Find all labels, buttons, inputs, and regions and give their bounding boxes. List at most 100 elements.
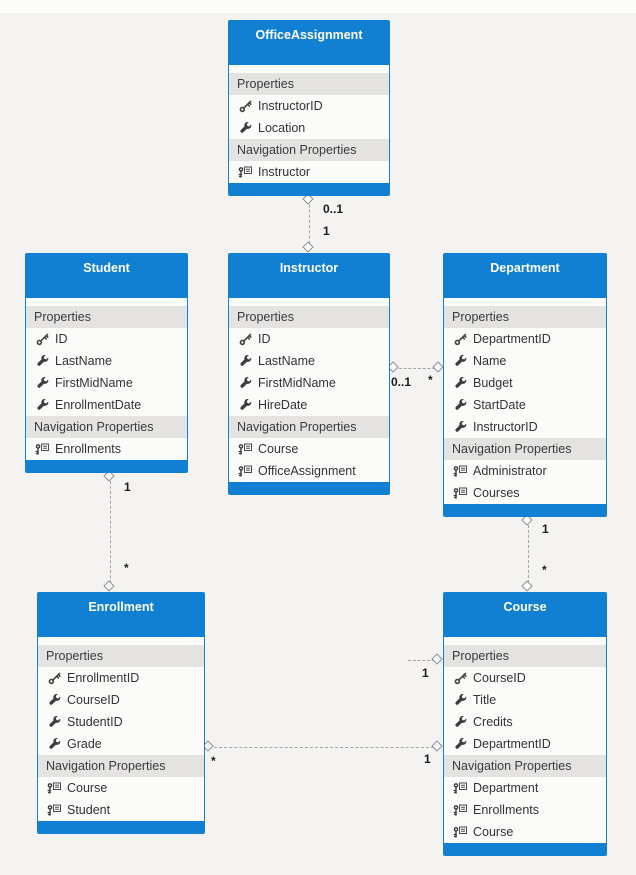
member-row[interactable]: DepartmentID xyxy=(444,733,606,755)
entity-enrollment[interactable]: Enrollment Properties EnrollmentID Cours… xyxy=(37,592,205,834)
member-row[interactable]: Instructor xyxy=(229,161,389,183)
multiplicity-label: 0..1 xyxy=(391,375,412,389)
association-department-course[interactable]: 1 * xyxy=(521,514,567,592)
entity-student[interactable]: Student Properties ID LastName FirstMidN… xyxy=(25,253,188,473)
entity-instructor[interactable]: Instructor Properties ID LastName FirstM… xyxy=(228,253,390,495)
association-enrollment-course[interactable]: * 1 xyxy=(202,740,443,770)
navigation-section-header[interactable]: Navigation Properties xyxy=(444,755,606,777)
navigation-icon xyxy=(453,782,467,795)
navigation-section-label: Navigation Properties xyxy=(237,143,357,157)
properties-section-header[interactable]: Properties xyxy=(26,306,187,328)
member-label: InstructorID xyxy=(473,420,538,434)
key-icon xyxy=(453,672,467,685)
association-course-partial[interactable]: 1 xyxy=(408,652,443,680)
member-row[interactable]: Grade xyxy=(38,733,204,755)
member-label: Budget xyxy=(473,376,513,390)
member-row[interactable]: InstructorID xyxy=(229,95,389,117)
association-line[interactable] xyxy=(528,520,529,588)
navigation-section-header[interactable]: Navigation Properties xyxy=(229,139,389,161)
diamond-end-icon xyxy=(432,361,444,373)
entity-header[interactable]: Course xyxy=(444,593,606,637)
member-row[interactable]: Budget xyxy=(444,372,606,394)
properties-list: ID LastName FirstMidName EnrollmentDate xyxy=(26,328,187,416)
association-line[interactable] xyxy=(110,476,111,588)
navigation-section-header[interactable]: Navigation Properties xyxy=(26,416,187,438)
entity-title: Student xyxy=(83,261,130,275)
member-row[interactable]: CourseID xyxy=(38,689,204,711)
member-label: Student xyxy=(67,803,111,817)
member-row[interactable]: ID xyxy=(229,328,389,350)
member-row[interactable]: StartDate xyxy=(444,394,606,416)
member-row[interactable]: Enrollments xyxy=(26,438,187,460)
properties-section-label: Properties xyxy=(452,310,509,324)
entity-officeassignment[interactable]: OfficeAssignment Properties InstructorID… xyxy=(228,20,390,196)
member-row[interactable]: EnrollmentDate xyxy=(26,394,187,416)
association-line[interactable] xyxy=(394,368,440,369)
navigation-section-header[interactable]: Navigation Properties xyxy=(229,416,389,438)
member-row[interactable]: Course xyxy=(229,438,389,460)
member-row[interactable]: Enrollments xyxy=(444,799,606,821)
member-label: FirstMidName xyxy=(55,376,133,390)
association-line[interactable] xyxy=(209,747,439,748)
entity-footer xyxy=(444,504,606,516)
key-icon xyxy=(47,672,61,685)
member-row[interactable]: LastName xyxy=(26,350,187,372)
member-row[interactable]: Department xyxy=(444,777,606,799)
member-row[interactable]: Student xyxy=(38,799,204,821)
navigation-section-header[interactable]: Navigation Properties xyxy=(444,438,606,460)
member-row[interactable]: Course xyxy=(38,777,204,799)
member-label: Course xyxy=(473,825,514,839)
member-row[interactable]: CourseID xyxy=(444,667,606,689)
member-row[interactable]: FirstMidName xyxy=(26,372,187,394)
properties-section-header[interactable]: Properties xyxy=(229,306,389,328)
entity-header[interactable]: Student xyxy=(26,254,187,298)
member-row[interactable]: EnrollmentID xyxy=(38,667,204,689)
member-row[interactable]: Title xyxy=(444,689,606,711)
entity-header[interactable]: Enrollment xyxy=(38,593,204,637)
member-label: Credits xyxy=(473,715,513,729)
entity-header[interactable]: Instructor xyxy=(229,254,389,298)
member-label: CourseID xyxy=(473,671,526,685)
member-row[interactable]: DepartmentID xyxy=(444,328,606,350)
multiplicity-label: 1 xyxy=(542,522,549,536)
member-row[interactable]: ID xyxy=(26,328,187,350)
member-row[interactable]: Credits xyxy=(444,711,606,733)
properties-section-header[interactable]: Properties xyxy=(444,306,606,328)
properties-section-header[interactable]: Properties xyxy=(444,645,606,667)
navigation-section-header[interactable]: Navigation Properties xyxy=(38,755,204,777)
member-row[interactable]: Courses xyxy=(444,482,606,504)
properties-list: InstructorID Location xyxy=(229,95,389,139)
association-line[interactable] xyxy=(309,199,310,249)
member-row[interactable]: FirstMidName xyxy=(229,372,389,394)
member-row[interactable]: HireDate xyxy=(229,394,389,416)
wrench-icon xyxy=(35,398,49,412)
association-officeassignment-instructor[interactable]: 0..1 1 xyxy=(302,193,348,253)
association-student-enrollment[interactable]: 1 * xyxy=(103,470,149,592)
entity-header[interactable]: OfficeAssignment xyxy=(229,21,389,65)
member-row[interactable]: Course xyxy=(444,821,606,843)
properties-section-header[interactable]: Properties xyxy=(38,645,204,667)
entity-department[interactable]: Department Properties DepartmentID Name … xyxy=(443,253,607,517)
member-row[interactable]: OfficeAssignment xyxy=(229,460,389,482)
member-label: InstructorID xyxy=(258,99,323,113)
association-line[interactable] xyxy=(408,660,435,661)
member-row[interactable]: Location xyxy=(229,117,389,139)
properties-section-label: Properties xyxy=(34,310,91,324)
member-row[interactable]: Name xyxy=(444,350,606,372)
member-row[interactable]: StudentID xyxy=(38,711,204,733)
diamond-end-icon xyxy=(103,580,115,592)
navigation-icon xyxy=(453,826,467,839)
member-row[interactable]: Administrator xyxy=(444,460,606,482)
member-label: Location xyxy=(258,121,306,135)
navigation-section-label: Navigation Properties xyxy=(34,420,154,434)
entity-footer xyxy=(26,460,187,472)
entity-course[interactable]: Course Properties CourseID Title Credits… xyxy=(443,592,607,856)
member-label: HireDate xyxy=(258,398,308,412)
member-label: FirstMidName xyxy=(258,376,336,390)
entity-header[interactable]: Department xyxy=(444,254,606,298)
member-row[interactable]: LastName xyxy=(229,350,389,372)
properties-section-header[interactable]: Properties xyxy=(229,73,389,95)
wrench-icon xyxy=(238,121,252,135)
association-instructor-department[interactable]: 0..1 * xyxy=(387,360,444,392)
member-row[interactable]: InstructorID xyxy=(444,416,606,438)
